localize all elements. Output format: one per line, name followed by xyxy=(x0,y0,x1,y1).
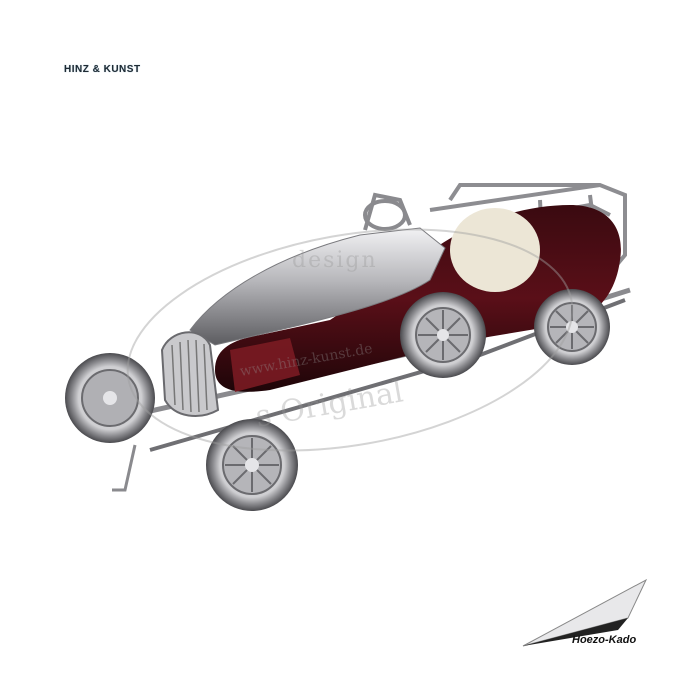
wheel-front-left xyxy=(65,353,155,443)
corner-logo-label: Hoezo-Kado xyxy=(572,634,637,646)
wheel-rear-right xyxy=(534,289,610,365)
corner-logo-graphic xyxy=(522,578,648,647)
radiator-grille xyxy=(160,331,220,417)
wine-bottle xyxy=(215,205,621,392)
steering-wheel xyxy=(363,192,412,231)
wheel-rear-left xyxy=(400,292,486,378)
car-bonnet xyxy=(189,227,446,346)
bottle-label xyxy=(450,208,540,292)
wheel-front-right xyxy=(206,419,298,511)
crank-handle xyxy=(112,444,137,492)
brand-logo: HINZ & KUNST xyxy=(64,64,141,75)
